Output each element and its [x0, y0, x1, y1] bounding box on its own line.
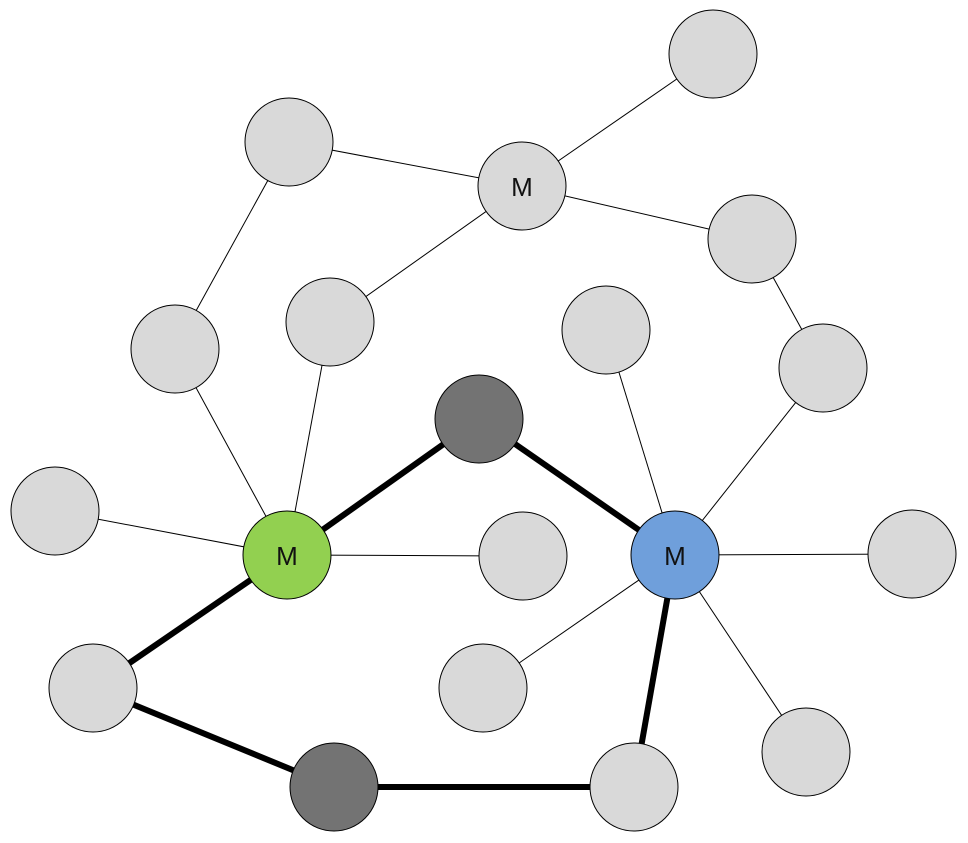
node-n1: [244, 97, 334, 187]
nodes-layer: [10, 9, 957, 832]
node-n6: [285, 277, 375, 367]
node-blue-master: [630, 510, 720, 600]
node-n19: [589, 742, 679, 832]
node-n14: [867, 509, 957, 599]
node-n2: [668, 9, 758, 99]
node-n8: [778, 323, 868, 413]
node-green-master: [242, 510, 332, 600]
top-master-label: M: [511, 172, 533, 202]
node-n7: [561, 285, 651, 375]
node-top-master: [477, 141, 567, 231]
node-n16: [438, 643, 528, 733]
green-master-label: M: [276, 541, 298, 571]
node-n17: [761, 707, 851, 797]
node-n12: [478, 511, 568, 601]
node-dark-bottom: [289, 742, 379, 832]
node-n15: [48, 643, 138, 733]
node-n10: [10, 466, 100, 556]
node-n5: [130, 304, 220, 394]
labels-layer: M M M: [276, 172, 686, 571]
blue-master-label: M: [664, 541, 686, 571]
node-dark-top: [434, 374, 524, 464]
node-n4: [707, 194, 797, 284]
